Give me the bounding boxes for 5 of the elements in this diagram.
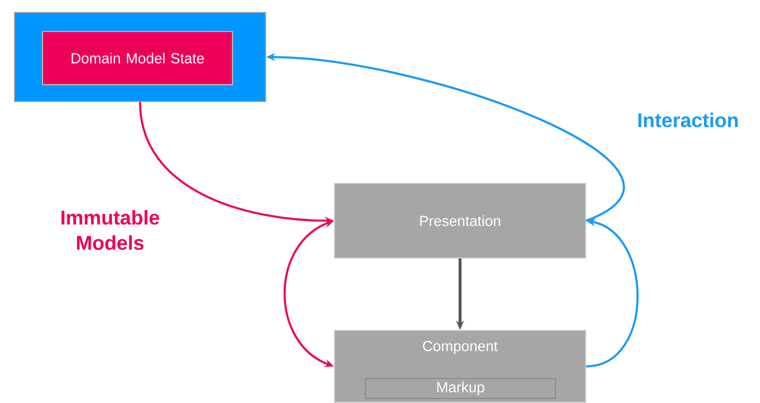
annotation-label: Interaction — [638, 112, 738, 128]
inner-box: Markup — [365, 378, 556, 399]
state-box: Domain Model State — [42, 31, 234, 86]
process-box: Presentation — [334, 183, 586, 258]
annotation-label: Immutable Models — [62, 210, 160, 250]
